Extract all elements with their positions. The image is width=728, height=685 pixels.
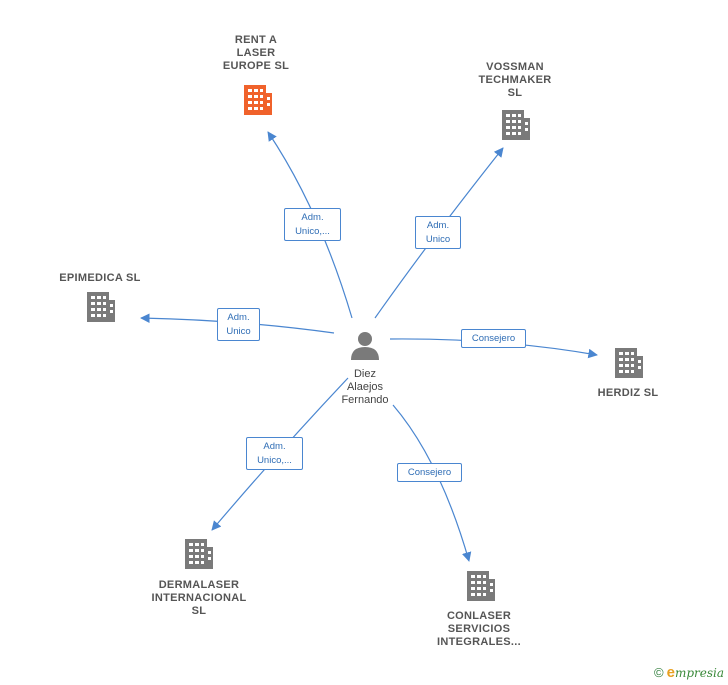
building-icon-vossman[interactable] [502, 110, 530, 140]
edge-label-rent-a-laser[interactable]: Adm. Unico,... [284, 208, 341, 241]
company-label-herdiz[interactable]: HERDIZ SL [597, 387, 659, 399]
building-icon-dermalaser[interactable] [185, 539, 213, 569]
edge-label-conlaser[interactable]: Consejero [397, 463, 462, 482]
edge-conlaser [392, 404, 472, 562]
person-label[interactable]: Diez Alaejos Fernando [341, 368, 389, 406]
edges-layer [140, 131, 598, 562]
person-icon[interactable] [351, 332, 379, 360]
edge-label-herdiz[interactable]: Consejero [461, 329, 526, 348]
edge-label-dermalaser[interactable]: Adm. Unico,... [246, 437, 303, 470]
brand-initial: e [666, 664, 675, 681]
building-icon-rent-a-laser[interactable] [244, 85, 272, 115]
building-icon-herdiz[interactable] [615, 348, 643, 378]
building-icon-conlaser[interactable] [467, 571, 495, 601]
footer-brand: ©empresia [654, 664, 724, 681]
company-label-epimedica[interactable]: EPIMEDICA SL [59, 272, 141, 284]
company-label-dermalaser[interactable]: DERMALASER INTERNACIONAL SL [151, 579, 247, 617]
edge-label-epimedica[interactable]: Adm. Unico [217, 308, 260, 341]
edge-label-vossman[interactable]: Adm. Unico [415, 216, 461, 249]
company-label-rent-a-laser[interactable]: RENT A LASER EUROPE SL [222, 34, 290, 72]
building-icon-epimedica[interactable] [87, 292, 115, 322]
company-label-vossman[interactable]: VOSSMAN TECHMAKER SL [478, 61, 552, 99]
brand-name: mpresia [674, 666, 724, 680]
copyright-symbol: © [654, 665, 664, 680]
company-label-conlaser[interactable]: CONLASER SERVICIOS INTEGRALES... [437, 610, 521, 648]
nodes-layer [87, 85, 643, 601]
